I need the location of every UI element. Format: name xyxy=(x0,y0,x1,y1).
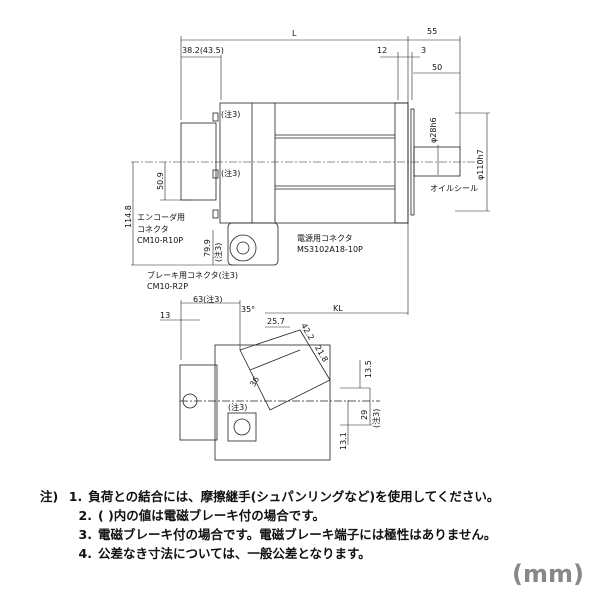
notes-section: 注) 1. 負荷との結合には、摩擦継手(シュパンリングなど)を使用してください。 2… xyxy=(40,487,499,563)
dim-79-9: 79.9 xyxy=(203,239,212,257)
note-item: 2. ( )内の値は電磁ブレーキ付の場合です。 xyxy=(40,506,499,525)
note-item: 4. 公差なき寸法については、一般公差となります。 xyxy=(40,544,499,563)
power-connector-label: 電源用コネクタ xyxy=(297,234,353,243)
note-number: 2. xyxy=(78,508,92,523)
dim-38-2: 38.2(43.5) xyxy=(182,46,224,55)
motor-bottom-view xyxy=(179,329,380,461)
dim-25-7: 25.7 xyxy=(267,317,285,326)
note3-label: (注3) xyxy=(221,169,241,178)
note-text: 負荷との結合には、摩擦継手(シュパンリングなど)を使用してください。 xyxy=(88,489,500,504)
dim-13-1: 13.1 xyxy=(339,432,348,450)
note3-label: (注3) xyxy=(228,403,248,412)
note-item: 3. 電磁ブレーキ付の場合です。電磁ブレーキ端子には極性はありません。 xyxy=(40,525,499,544)
note-number: 3. xyxy=(78,527,92,542)
encoder-connector-label: コネクタ xyxy=(137,225,169,234)
dim-13-5: 13.5 xyxy=(364,360,373,378)
dim-79-9-note: (注3) xyxy=(214,242,223,262)
dim-12: 12 xyxy=(377,46,388,55)
note3-label: (注3) xyxy=(221,110,241,119)
power-connector-model: MS3102A18-10P xyxy=(297,245,363,254)
oil-seal-label: オイルシール xyxy=(430,184,478,193)
encoder-connector-label: エンコーダ用 xyxy=(137,213,185,222)
dim-55: 55 xyxy=(427,27,438,36)
unit-label: (mm) xyxy=(512,560,584,588)
dim-3: 3 xyxy=(421,46,427,55)
note-text: ( )内の値は電磁ブレーキ付の場合です。 xyxy=(98,508,326,523)
dim-shaft-dia: φ28h6 xyxy=(429,117,438,143)
dim-35-deg: 35° xyxy=(241,305,256,314)
bottom-dimension-lines xyxy=(160,300,408,445)
dim-flange-dia: φ110h7 xyxy=(476,149,485,180)
dim-29: 29 xyxy=(360,409,369,420)
motor-top-view xyxy=(180,102,461,266)
dimension-lines xyxy=(131,36,490,315)
brake-connector-label: ブレーキ用コネクタ(注3) xyxy=(147,271,239,280)
note-text: 電磁ブレーキ付の場合です。電磁ブレーキ端子には極性はありません。 xyxy=(98,527,497,542)
note-number: 1. xyxy=(68,489,83,504)
brake-connector-model: CM10-R2P xyxy=(147,282,189,291)
note-number: 4. xyxy=(78,546,92,561)
motor-drawing xyxy=(131,36,490,461)
dim-13: 13 xyxy=(160,311,171,320)
note-text: 公差なき寸法については、一般公差となります。 xyxy=(98,546,371,561)
note-item: 注) 1. 負荷との結合には、摩擦継手(シュパンリングなど)を使用してください。 xyxy=(40,487,499,506)
dim-114-8: 114.8 xyxy=(124,205,133,228)
encoder-connector-model: CM10-R10P xyxy=(137,236,184,245)
dim-L: L xyxy=(292,29,297,38)
dim-50: 50 xyxy=(432,63,443,72)
dim-50-9: 50.9 xyxy=(156,172,165,190)
dim-KL: KL xyxy=(333,304,343,313)
notes-prefix: 注) xyxy=(40,489,59,504)
dim-29-note: (注3) xyxy=(372,408,381,428)
dim-63: 63(注3) xyxy=(193,295,223,304)
